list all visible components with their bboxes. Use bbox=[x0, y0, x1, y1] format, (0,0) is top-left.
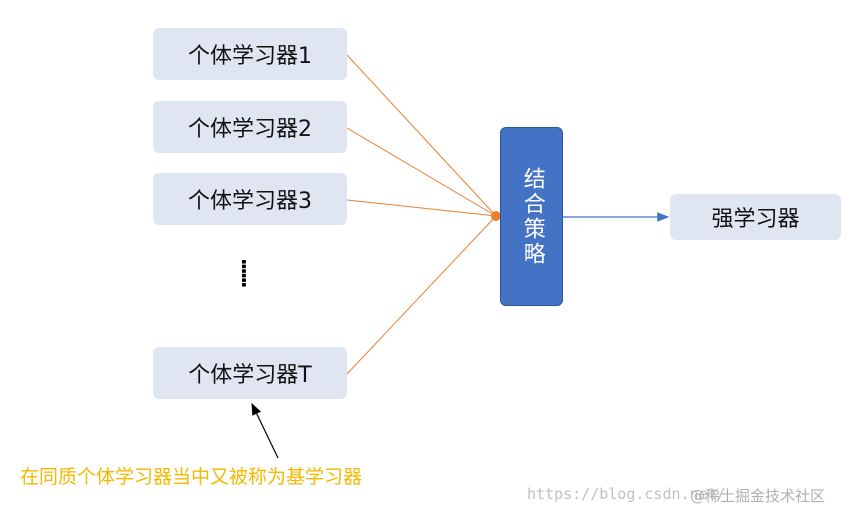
individual-learner-1: 个体学习器1 bbox=[153, 28, 347, 80]
individual-learner-t: 个体学习器T bbox=[153, 347, 347, 399]
connector-line-1 bbox=[346, 54, 497, 217]
watermark-brand: @稀土掘金技术社区 bbox=[690, 487, 826, 505]
strong-learner-box: 强学习器 bbox=[670, 194, 841, 240]
ellipsis-dots: ...... bbox=[237, 258, 261, 286]
note-arrow bbox=[251, 402, 279, 459]
base-learner-note: 在同质个体学习器当中又被称为基学习器 bbox=[20, 466, 363, 488]
individual-learner-3: 个体学习器3 bbox=[153, 173, 347, 225]
connector-line-2 bbox=[346, 127, 497, 217]
combination-strategy-box: 结合策略 bbox=[500, 127, 563, 306]
junction-dot bbox=[491, 211, 501, 221]
connector-line-t bbox=[346, 215, 497, 375]
watermark-url: https://blog.csdn.net/ bbox=[527, 485, 726, 503]
connector-line-3 bbox=[346, 199, 497, 217]
individual-learner-2: 个体学习器2 bbox=[153, 101, 347, 153]
